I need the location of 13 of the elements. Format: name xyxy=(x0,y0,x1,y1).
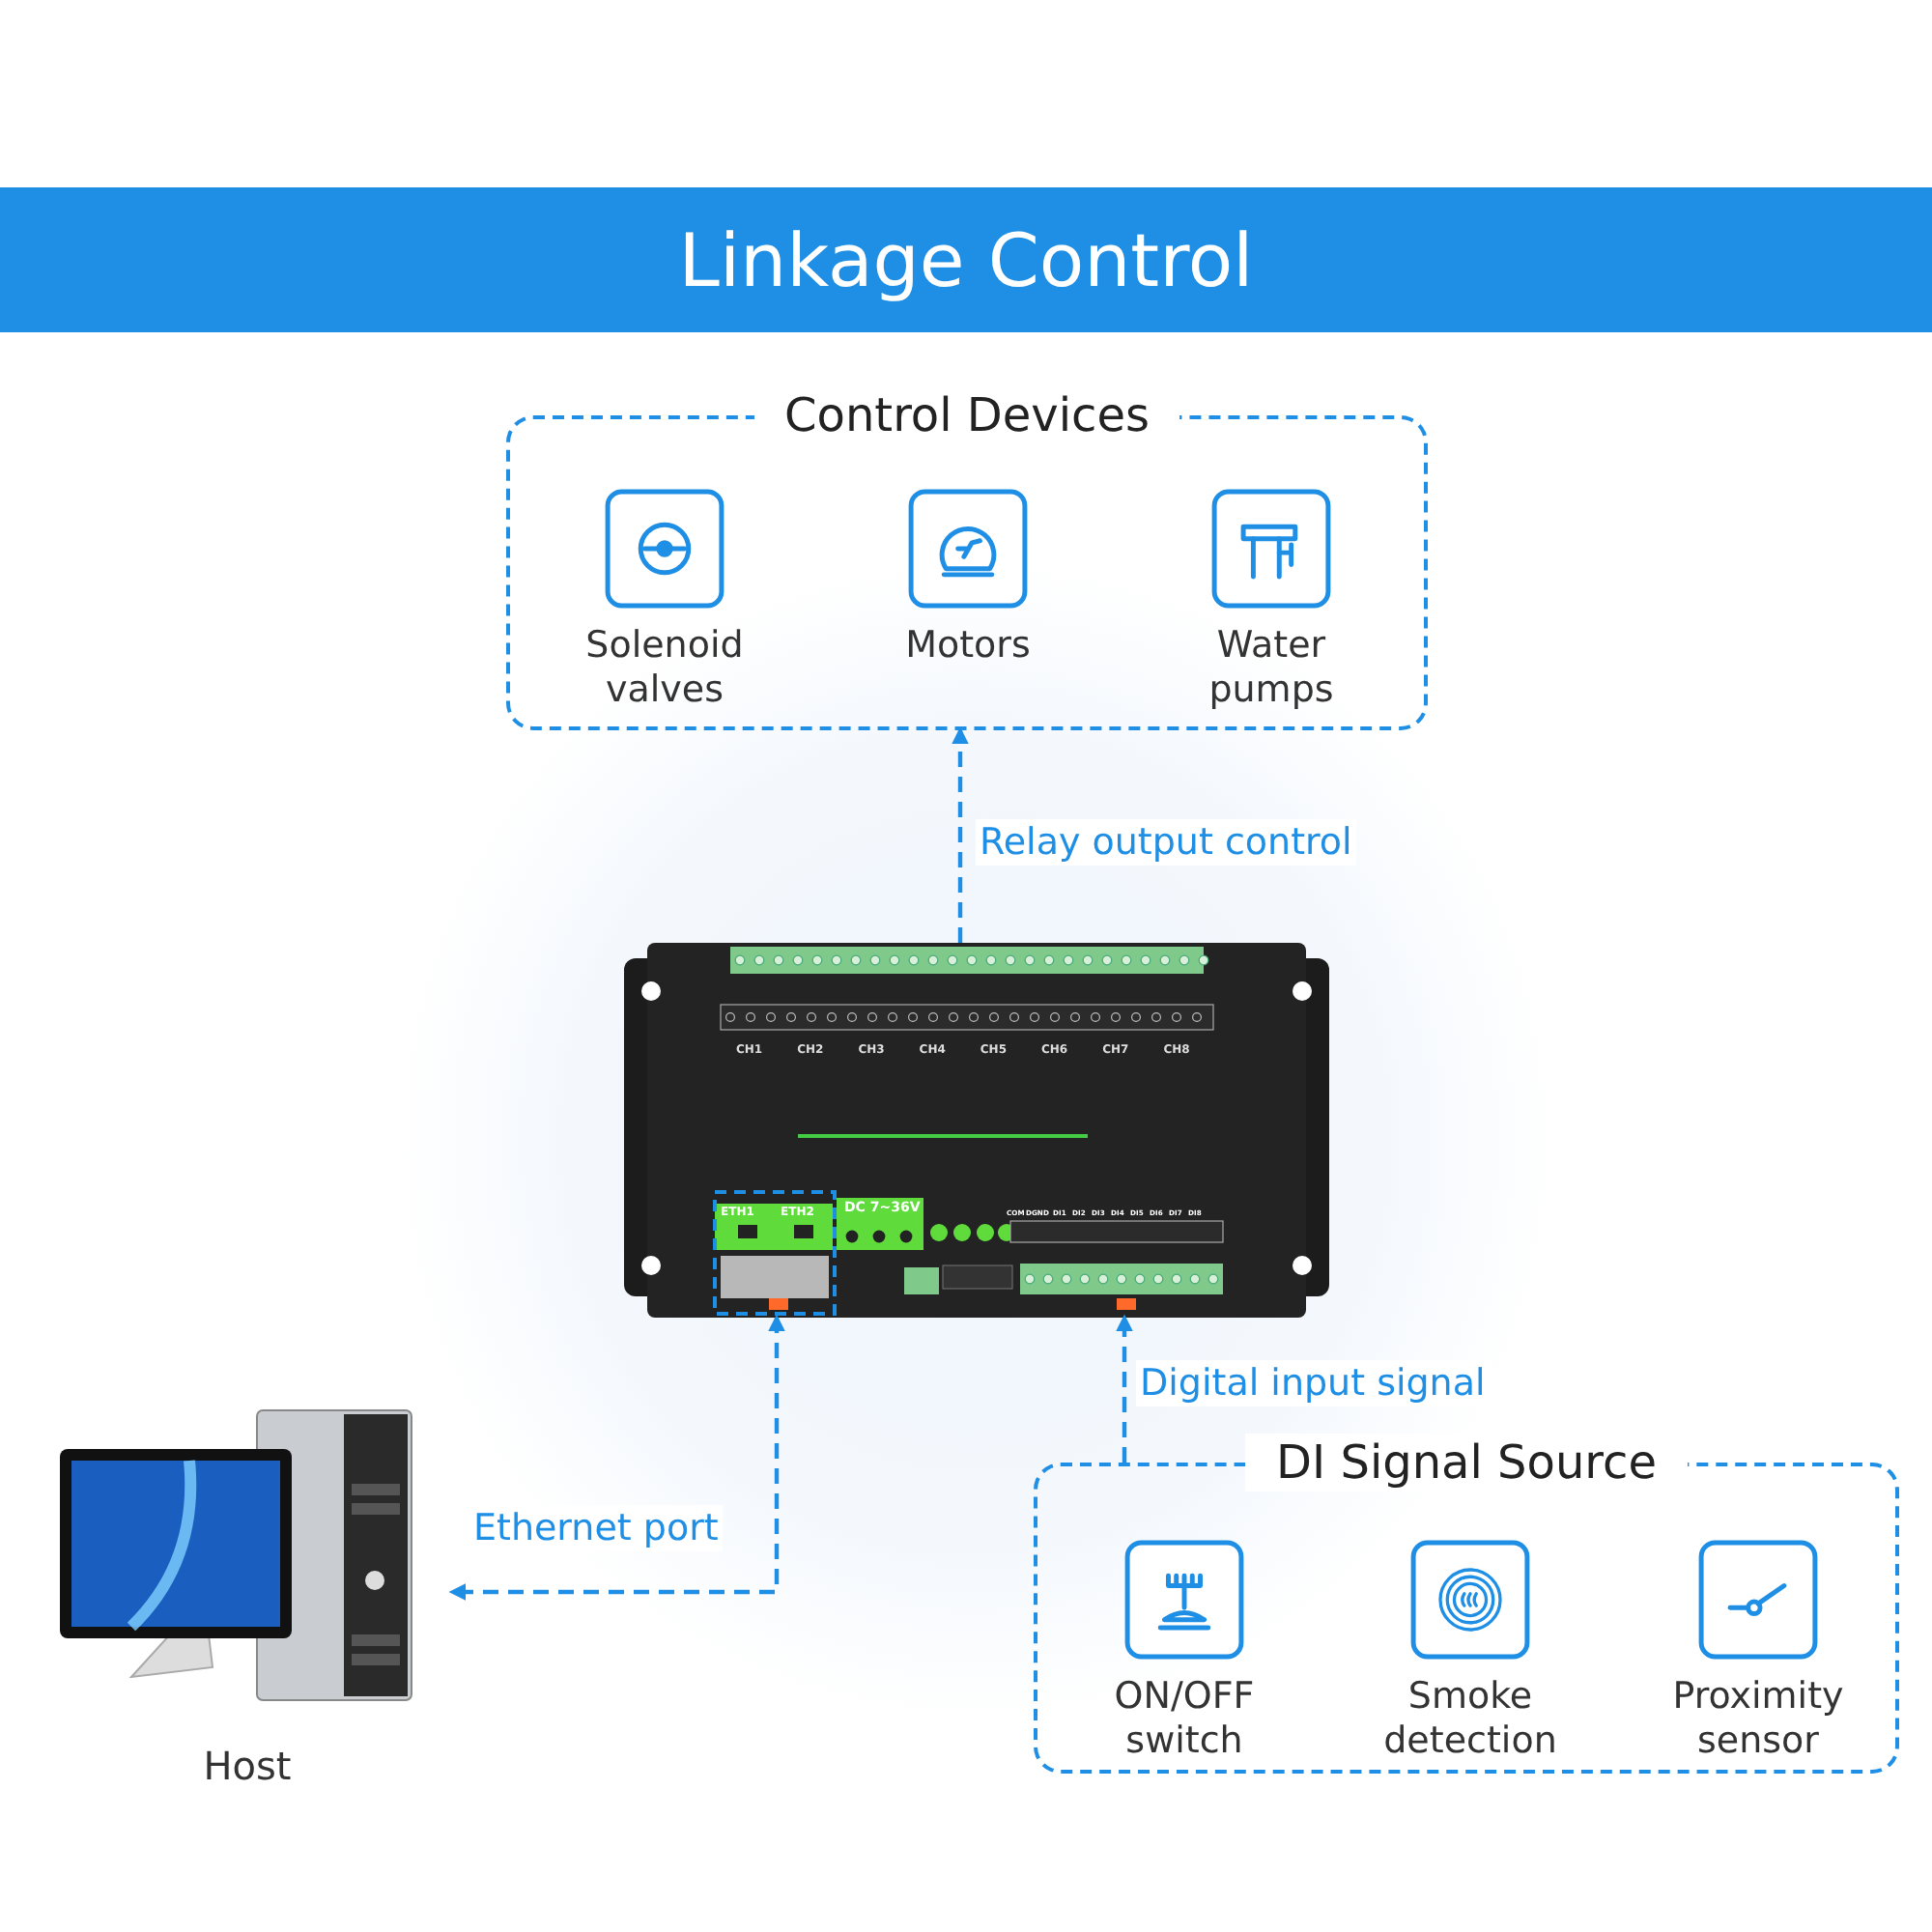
item-label: Solenoid valves xyxy=(583,624,746,713)
group-heading: DI Signal Source xyxy=(1245,1434,1688,1492)
title: Linkage Control xyxy=(678,217,1254,302)
item-label: ON/OFF switch xyxy=(1112,1675,1257,1764)
item-label: Proximity sensor xyxy=(1670,1675,1846,1764)
item-label: Water pumps xyxy=(1207,624,1336,713)
edge-label: Relay output control xyxy=(976,819,1356,866)
item-label: Smoke detection xyxy=(1381,1675,1559,1764)
item-label: Motors xyxy=(903,624,1033,668)
dashed-arrow xyxy=(448,1314,785,1601)
dashed-arrow xyxy=(952,726,969,943)
node-caption: Host xyxy=(203,1743,292,1789)
dashed-arrow xyxy=(1116,1314,1133,1463)
